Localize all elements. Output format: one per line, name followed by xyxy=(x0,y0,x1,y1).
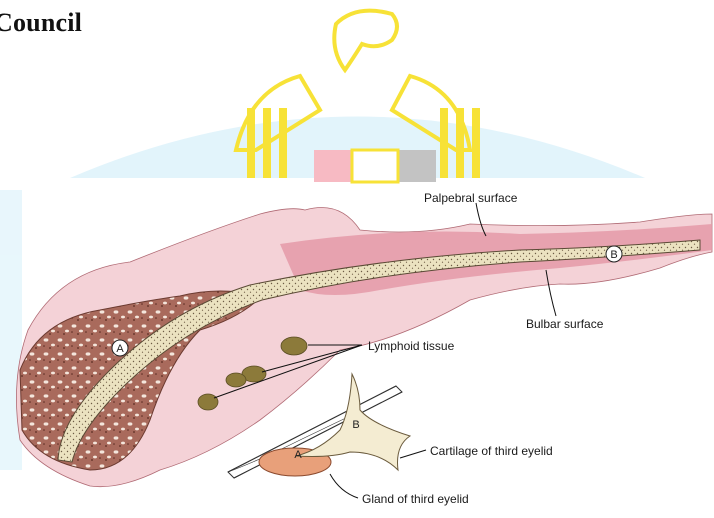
svg-text:A: A xyxy=(116,343,124,355)
label-gland: Gland of third eyelid xyxy=(362,492,469,506)
svg-text:B: B xyxy=(610,249,617,261)
inset-label-a: A xyxy=(294,449,302,461)
marker-a: A xyxy=(112,340,128,356)
label-bulbar-surface: Bulbar surface xyxy=(526,317,604,331)
label-cartilage: Cartilage of third eyelid xyxy=(430,444,553,458)
inset-label-b: B xyxy=(352,419,359,431)
label-lymphoid-tissue: Lymphoid tissue xyxy=(368,339,455,353)
marker-b: B xyxy=(606,246,622,262)
label-palpebral-surface: Palpebral surface xyxy=(424,191,518,205)
